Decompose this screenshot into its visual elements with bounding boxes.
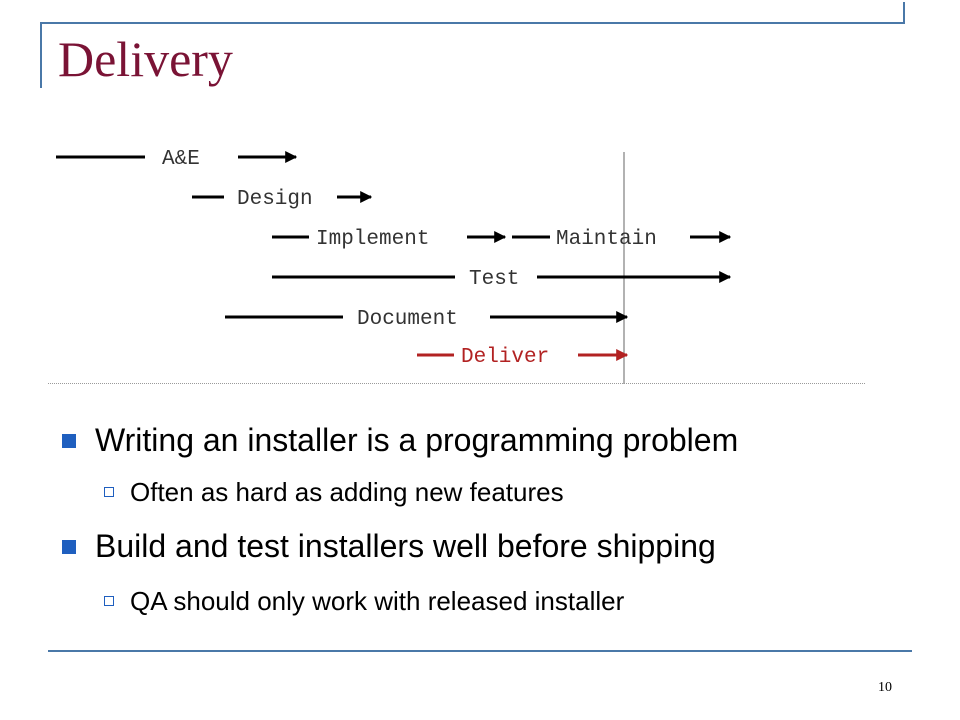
sub-bullet-item: QA should only work with released instal… (130, 586, 625, 616)
frame-top-rule (40, 22, 903, 24)
page-number: 10 (878, 680, 892, 695)
sub-bullet-box-icon (104, 487, 114, 497)
bullet-square-icon (62, 540, 76, 554)
bullet-square-icon (62, 434, 76, 448)
frame-left-rule (40, 22, 42, 88)
phase-label-maintain: Maintain (556, 228, 657, 251)
sub-bullet-item: Often as hard as adding new features (130, 477, 564, 507)
phase-timeline-diagram: A&E Design Implement Maintain Test Docum… (56, 148, 732, 384)
phase-label-deliver: Deliver (461, 346, 549, 369)
bullet-item: Writing an installer is a programming pr… (95, 422, 739, 458)
bullet-item: Build and test installers well before sh… (95, 528, 716, 564)
footer-rule (48, 650, 912, 652)
phase-label-implement: Implement (316, 228, 429, 251)
slide-title: Delivery (58, 31, 233, 87)
phase-label-test: Test (469, 268, 519, 291)
phase-label-document: Document (357, 308, 458, 331)
phase-label-design: Design (237, 188, 313, 211)
frame-right-rule (903, 2, 905, 24)
diagram-divider (48, 383, 865, 384)
phase-label-ae: A&E (162, 148, 200, 171)
sub-bullet-box-icon (104, 596, 114, 606)
